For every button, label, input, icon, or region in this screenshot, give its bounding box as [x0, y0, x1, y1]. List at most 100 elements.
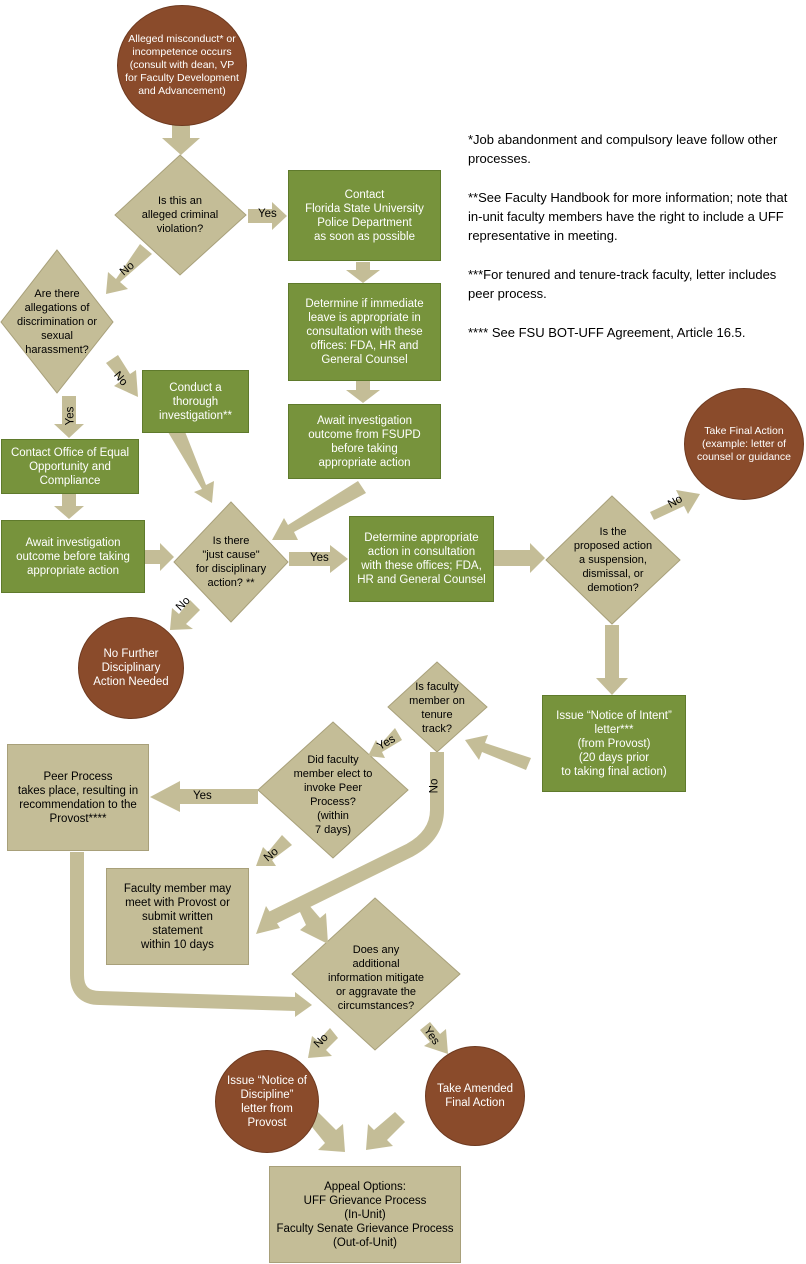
arrow-just-cause-yes	[289, 545, 348, 573]
amended-action-node: Take Amended Final Action	[425, 1046, 525, 1146]
suspension-decision-text: Is the proposed action a suspension, dis…	[573, 526, 653, 594]
arrow-discipline-to-appeal	[308, 1112, 345, 1152]
arrow-suspension-no	[650, 490, 700, 520]
arrow-amended-to-appeal	[366, 1112, 405, 1150]
notice-intent-box: Issue “Notice of Intent” letter*** (from…	[542, 695, 686, 792]
conduct-investigation-box: Conduct a thorough investigation**	[142, 370, 249, 433]
yes-label-mitigate: Yes	[421, 1024, 442, 1048]
yes-label-tenure: Yes	[375, 733, 398, 753]
arrow-eoc-to-await	[54, 494, 84, 519]
discrimination-decision-shape	[0, 249, 114, 394]
yes-label-just-cause: Yes	[310, 552, 329, 564]
footnote-2: **See Faculty Handbook for more informat…	[468, 190, 788, 243]
footnote-4: **** See FSU BOT-UFF Agreement, Article …	[468, 325, 746, 340]
mitigate-decision-text: Does any additional information mitigate…	[328, 944, 424, 1012]
start-node-text: Alleged misconduct* or incompetence occu…	[125, 33, 239, 97]
await-outcome-text: Await investigation outcome before takin…	[16, 536, 130, 577]
contact-eoc-box: Contact Office of Equal Opportunity and …	[1, 439, 139, 494]
peer-process-text: Peer Process takes place, resulting in r…	[17, 770, 139, 825]
arrow-start-to-criminal	[162, 125, 200, 155]
arrow-notice-to-tenure	[465, 735, 531, 770]
arrow-criminal-no	[106, 244, 152, 294]
take-final-action-text: Take Final Action (example: letter of co…	[697, 424, 791, 463]
just-cause-decision-text: Is there "just cause" for disciplinary a…	[195, 535, 267, 589]
arrow-fsupd-to-just-cause	[272, 481, 366, 540]
meet-provost-box: Faculty member may meet with Provost or …	[106, 868, 249, 965]
arrow-action-to-suspension	[494, 543, 545, 573]
notice-intent-text: Issue “Notice of Intent” letter*** (from…	[556, 709, 672, 778]
criminal-decision: Is this an alleged criminal violation?	[125, 187, 235, 243]
determine-action-box: Determine appropriate action in consulta…	[349, 516, 494, 602]
no-label-mitigate: No	[311, 1031, 331, 1051]
no-label-just-cause: No	[173, 594, 193, 614]
criminal-decision-text: Is this an alleged criminal violation?	[141, 195, 219, 235]
no-label-criminal: No	[117, 259, 137, 279]
arrow-mitigate-yes	[420, 1022, 448, 1054]
determine-action-text: Determine appropriate action in consulta…	[357, 532, 486, 586]
suspension-decision-shape	[545, 495, 681, 625]
tenure-decision: Is faculty member on tenure track?	[398, 678, 476, 738]
determine-leave-box: Determine if immediate leave is appropri…	[288, 283, 441, 381]
arrow-tenure-yes	[368, 728, 402, 758]
arrow-police-to-leave	[346, 262, 380, 283]
notice-discipline-node: Issue “Notice of Discipline” letter from…	[215, 1050, 319, 1153]
conduct-investigation-text: Conduct a thorough investigation**	[159, 381, 232, 422]
arrow-meet-to-mitigate	[300, 904, 328, 944]
take-final-action-node: Take Final Action (example: letter of co…	[684, 388, 804, 500]
arrow-leave-to-await-fsupd	[346, 381, 380, 403]
arrow-peer-to-mitigate-connector	[70, 852, 297, 1011]
no-label-tenure: No	[428, 778, 441, 794]
arrow-peer-elect-yes	[150, 781, 258, 812]
yes-label-criminal: Yes	[258, 208, 277, 220]
arrow-just-cause-no	[170, 600, 200, 630]
just-cause-decision: Is there "just cause" for disciplinary a…	[185, 530, 277, 594]
just-cause-decision-shape	[173, 501, 289, 623]
footnote-1: *Job abandonment and compulsory leave fo…	[468, 132, 778, 166]
mitigate-decision: Does any additional information mitigate…	[315, 938, 437, 1018]
criminal-decision-shape	[114, 154, 247, 276]
contact-police-box: Contact Florida State University Police …	[288, 170, 441, 261]
yes-label-peer-elect: Yes	[193, 790, 212, 802]
arrow-investigation-to-just-cause	[168, 424, 214, 503]
contact-eoc-text: Contact Office of Equal Opportunity and …	[10, 446, 130, 487]
footnote-3: ***For tenured and tenure-track faculty,…	[468, 267, 777, 301]
await-fsupd-box: Await investigation outcome from FSUPD b…	[288, 404, 441, 479]
arrow-discrimination-yes	[54, 396, 84, 438]
yes-label-discrimination: Yes	[64, 406, 77, 426]
arrow-tenure-no-connector	[268, 752, 444, 925]
arrow-mitigate-no	[308, 1028, 338, 1058]
no-label-suspension: No	[665, 493, 685, 511]
arrow-peer-to-mitigate-head	[295, 992, 312, 1017]
appeal-box: Appeal Options: UFF Grievance Process (I…	[269, 1166, 461, 1263]
start-node: Alleged misconduct* or incompetence occu…	[117, 5, 247, 126]
tenure-decision-text: Is faculty member on tenure track?	[409, 681, 465, 735]
arrow-peer-elect-no	[256, 835, 292, 866]
peer-process-box: Peer Process takes place, resulting in r…	[7, 744, 149, 851]
peer-elect-decision-text: Did faculty member elect to invoke Peer …	[293, 754, 373, 836]
arrow-discrimination-no	[106, 355, 138, 397]
discrimination-decision: Are there allegations of discrimination …	[8, 284, 106, 360]
meet-provost-text: Faculty member may meet with Provost or …	[123, 882, 232, 951]
mitigate-decision-shape	[291, 897, 461, 1051]
no-label-discrimination: No	[111, 369, 130, 389]
await-outcome-box: Await investigation outcome before takin…	[1, 520, 145, 593]
await-fsupd-text: Await investigation outcome from FSUPD b…	[308, 414, 421, 469]
suspension-decision: Is the proposed action a suspension, dis…	[560, 520, 666, 600]
amended-action-text: Take Amended Final Action	[436, 1083, 514, 1109]
notice-discipline-text: Issue “Notice of Discipline” letter from…	[227, 1074, 307, 1129]
arrow-criminal-yes	[248, 202, 287, 230]
footnotes: *Job abandonment and compulsory leave fo…	[468, 130, 798, 362]
peer-elect-decision: Did faculty member elect to invoke Peer …	[278, 748, 388, 842]
arrow-tenure-no-head	[256, 906, 280, 934]
arrow-suspension-to-notice	[596, 625, 628, 695]
contact-police-text: Contact Florida State University Police …	[305, 188, 424, 243]
discrimination-decision-text: Are there allegations of discrimination …	[16, 288, 98, 356]
determine-leave-text: Determine if immediate leave is appropri…	[305, 298, 424, 366]
appeal-text: Appeal Options: UFF Grievance Process (I…	[276, 1180, 454, 1249]
no-further-node: No Further Disciplinary Action Needed	[78, 617, 184, 719]
no-label-peer-elect: No	[261, 845, 281, 865]
no-further-text: No Further Disciplinary Action Needed	[93, 648, 169, 688]
arrow-await-to-just-cause	[145, 543, 174, 571]
